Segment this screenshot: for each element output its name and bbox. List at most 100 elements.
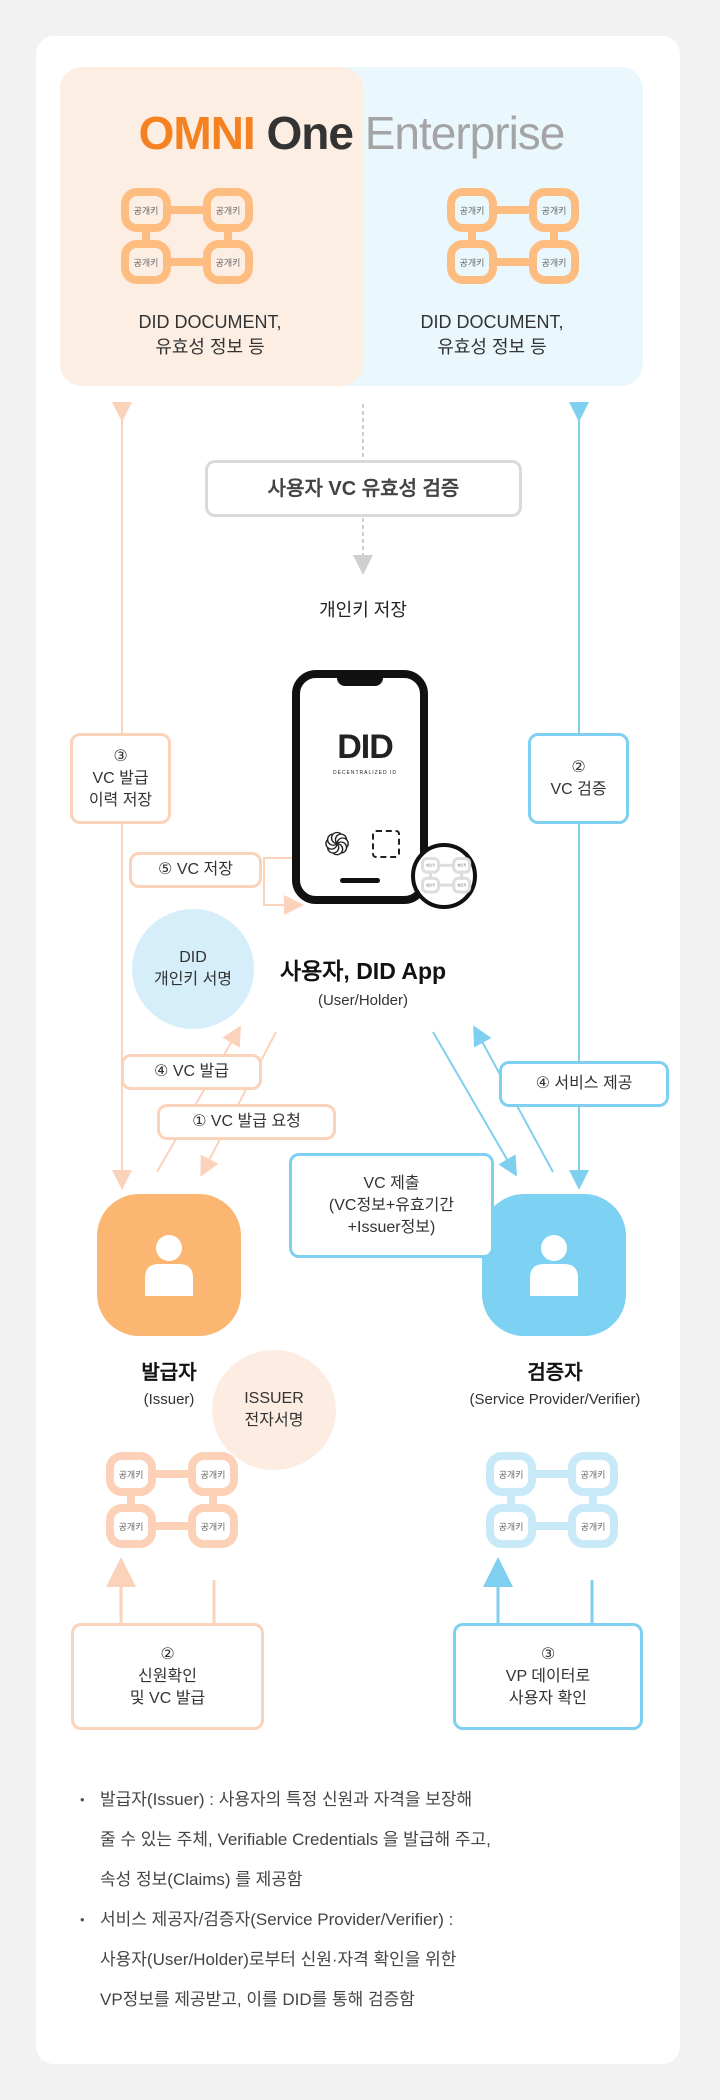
chain-link xyxy=(468,226,476,248)
person-icon xyxy=(145,1235,193,1296)
chain-link xyxy=(589,1490,597,1512)
key-node: 개인키 xyxy=(452,857,472,874)
step-label: 이력 저장 xyxy=(88,791,153,809)
step-service-box: ④ 서비스 제공 xyxy=(499,1061,669,1107)
chain-link xyxy=(507,1490,515,1512)
step-vc-issue-box: ④ VC 발급 xyxy=(121,1054,262,1090)
phone-did-app: DID DECENTRALIZED ID ֍ xyxy=(292,670,428,904)
issuer-subtitle: (Issuer) xyxy=(143,1391,195,1408)
chain-link xyxy=(493,258,533,266)
phone-notch xyxy=(337,676,383,686)
step-label: (VC정보+유효기간 xyxy=(328,1196,455,1214)
person-icon xyxy=(530,1235,578,1296)
chain-link xyxy=(209,1490,217,1512)
verifier-title: 검증자 xyxy=(527,1362,583,1384)
did-document-left: DID DOCUMENT,유효성 정보 등 xyxy=(80,310,340,360)
step-label: VC 발급 xyxy=(92,769,149,787)
did-document-right: DID DOCUMENT, 유효성 정보 등 xyxy=(362,310,622,360)
key-node: 공개키 xyxy=(203,240,253,284)
chain-link xyxy=(532,1522,572,1530)
chain-link xyxy=(142,226,150,248)
user-title: 사용자, DID App xyxy=(279,958,447,984)
key-node: 개인키 xyxy=(452,876,472,894)
did-logo-subtitle: DECENTRALIZED ID xyxy=(332,770,398,776)
note-verifier: 서비스 제공자/검증자(Service Provider/Verifier) :… xyxy=(80,1900,640,2020)
note-line: 발급자(Issuer) : 사용자의 특정 신원과 자격을 보장해 xyxy=(100,1790,473,1809)
omni-one-enterprise-logo: OMNI One Enterprise xyxy=(60,106,643,160)
chain-link xyxy=(493,206,533,214)
chain-link xyxy=(438,863,454,867)
key-node: 공개키 xyxy=(447,240,497,284)
step-vc-request-box: ① VC 발급 요청 xyxy=(157,1104,336,1140)
issuer-tile xyxy=(97,1194,241,1336)
doc-line: 유효성 정보 등 xyxy=(437,337,547,357)
home-indicator xyxy=(340,878,380,883)
chain-link xyxy=(550,226,558,248)
chain-link xyxy=(127,1490,135,1512)
step-label: +Issuer정보) xyxy=(347,1218,436,1236)
key-node: 공개키 xyxy=(486,1504,536,1548)
step-number: ② xyxy=(571,758,586,776)
step-label: VC 제출 xyxy=(363,1174,420,1192)
key-node: 공개키 xyxy=(106,1452,156,1496)
chain-link xyxy=(438,883,454,887)
issuer-title: 발급자 xyxy=(141,1362,197,1384)
user-subtitle: (User/Holder) xyxy=(317,992,408,1009)
step-label: 신원확인 xyxy=(138,1667,197,1685)
step-label: ⑤ VC 저장 xyxy=(158,861,233,878)
step-label: 및 VC 발급 xyxy=(129,1689,206,1707)
key-node: 공개키 xyxy=(486,1452,536,1496)
issuer-role: 발급자 (Issuer) xyxy=(89,1356,249,1408)
chain-link xyxy=(532,1470,572,1478)
step-number: ③ xyxy=(113,747,128,765)
step-label: VC 검증 xyxy=(550,780,607,798)
logo-enterprise: Enterprise xyxy=(364,107,566,159)
step-label: 사용자 확인 xyxy=(508,1689,588,1707)
note-line: VP정보를 제공받고, 이를 DID를 통해 검증함 xyxy=(100,1990,415,2009)
did-logo: DID xyxy=(337,728,394,766)
logo-one: One xyxy=(266,107,353,159)
verifier-tile xyxy=(482,1194,626,1336)
private-key-store-label: 개인키 저장 xyxy=(319,600,407,620)
doc-line: DID DOCUMENT, xyxy=(420,312,564,332)
user-role: 사용자, DID App (User/Holder) xyxy=(250,952,476,1009)
face-id-icon xyxy=(372,830,400,858)
chain-link xyxy=(224,226,232,248)
step-vc-verify-box: ② VC 검증 xyxy=(528,733,629,824)
key-node: 공개키 xyxy=(106,1504,156,1548)
key-node: 공개키 xyxy=(529,240,579,284)
key-node: 공개키 xyxy=(121,188,171,232)
doc-line: 유효성 정보 등 xyxy=(155,337,265,357)
verifier-role: 검증자 (Service Provider/Verifier) xyxy=(430,1356,680,1408)
step-number: ③ xyxy=(540,1645,556,1663)
step-label: VP 데이터로 xyxy=(505,1667,591,1685)
key-node: 공개키 xyxy=(447,188,497,232)
verifier-subtitle: (Service Provider/Verifier) xyxy=(469,1391,641,1408)
chain-link xyxy=(167,206,207,214)
chain-link xyxy=(167,258,207,266)
key-node: 공개키 xyxy=(121,240,171,284)
key-node: 개인키 xyxy=(421,857,440,874)
step-label: ① VC 발급 요청 xyxy=(192,1113,301,1130)
chain-link xyxy=(460,871,464,880)
badge-line: 전자서명 xyxy=(244,1412,304,1429)
step-vc-submit-box: VC 제출 (VC정보+유효기간 +Issuer정보) xyxy=(289,1153,494,1258)
step-vc-store-box: ⑤ VC 저장 xyxy=(129,852,262,888)
key-node: 공개키 xyxy=(568,1504,618,1548)
chain-link xyxy=(152,1522,192,1530)
step-number: ② xyxy=(160,1645,175,1663)
key-node: 개인키 xyxy=(421,876,440,894)
note-line: 속성 정보(Claims) 를 제공함 xyxy=(100,1870,303,1889)
badge-line: DID xyxy=(179,949,207,966)
fingerprint-icon: ֍ xyxy=(324,826,351,862)
chain-link xyxy=(152,1470,192,1478)
